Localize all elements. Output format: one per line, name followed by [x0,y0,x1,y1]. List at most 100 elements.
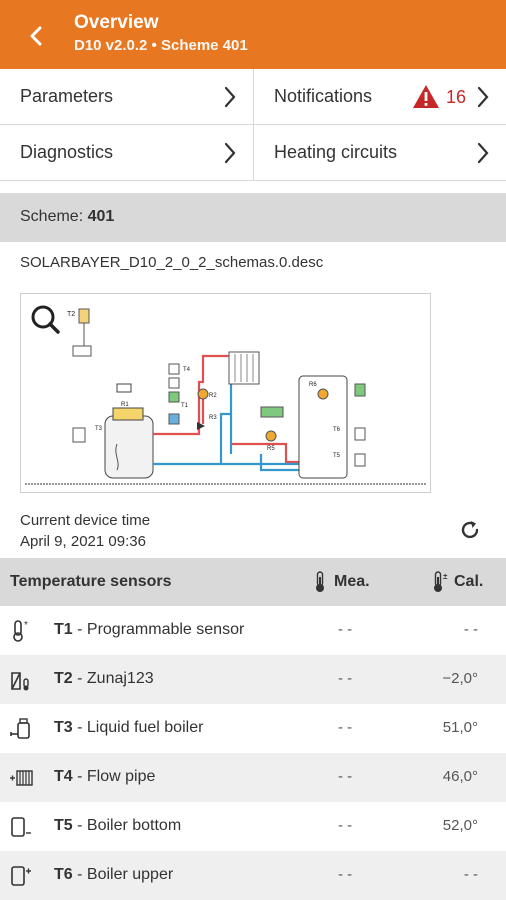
sensor-measured: - - [338,768,353,785]
label-r6: R6 [309,382,317,388]
measured-label: Mea. [334,573,370,590]
sensors-table-header: Temperature sensors Mea. ± Cal. [0,558,506,606]
notifications-item[interactable]: Notifications 16 [253,69,506,125]
sensor-name: T5 - Boiler bottom [54,817,181,835]
scheme-text: Scheme: 401 [20,208,114,226]
sensor-calibrated: 52,0° [442,817,478,834]
scheme-number: 401 [87,208,115,225]
refresh-icon[interactable] [458,518,482,542]
liquid-fuel-boiler: R1 T3 [72,383,154,479]
thermometer-star-icon: * [13,620,28,642]
notifications-count: 16 [446,87,467,107]
sensor-name: T2 - Zunaj123 [54,670,154,688]
radiator [228,351,260,385]
sensor-name: T6 - Boiler upper [54,866,173,884]
svg-text:*: * [24,620,28,631]
parameters-label: Parameters [20,86,114,106]
tank-bottom-icon [11,817,31,837]
sensor-measured: - - [338,817,353,834]
thermometer-icon [316,571,324,592]
sensor-desc: - Boiler bottom [72,817,182,834]
circulation-pump-r2: R2 R3 T4 [168,363,217,430]
chevron-right-icon [224,86,236,108]
boiler-icon [10,718,30,739]
diagnostics-item[interactable]: Diagnostics [0,125,253,181]
sensor-desc: - Zunaj123 [72,670,154,687]
label-t4: T4 [183,367,191,373]
label-t2: T2 [67,311,75,318]
svg-text:±: ± [443,572,448,581]
zoom-icon[interactable] [31,305,60,334]
warning-icon [413,85,439,108]
outdoor-sensor-icon [11,672,29,691]
app-bar: Overview D10 v2.0.2 • Scheme 401 [0,0,506,69]
sensor-name: T1 - Programmable sensor [54,621,244,639]
sensor-id: T3 [54,719,73,736]
heating-circuits-item[interactable]: Heating circuits [253,125,506,181]
sensor-desc: - Boiler upper [72,866,174,883]
calibrated-label: Cal. [454,573,484,590]
sensor-desc: - Flow pipe [72,768,156,785]
parameters-item[interactable]: Parameters [0,69,253,125]
sensor-measured: - - [338,719,353,736]
label-t3: T3 [95,426,103,432]
sensor-row-t2[interactable]: T2 - Zunaj123 - - −2,0° [0,655,506,704]
label-r3: R3 [209,415,217,421]
scheme-diagram-drawing: T2 R1 T3 [25,305,426,485]
sensor-measured: - - [338,621,353,638]
label-r2: R2 [209,393,217,399]
sensor-row-t4[interactable]: T4 - Flow pipe - - 46,0° [0,753,506,802]
device-time: Current device time April 9, 2021 09:36 [20,510,150,552]
sensor-id: T1 [54,621,73,638]
scheme-description: SOLARBAYER_D10_2_0_2_schemas.0.desc [20,254,324,271]
sensor-calibrated: 51,0° [442,719,478,736]
sensor-desc: - Programmable sensor [72,621,245,638]
sensor-calibrated: −2,0° [442,670,478,687]
sensor-calibrated: - - [463,866,478,883]
scheme-label: Scheme: [20,208,88,225]
sensor-id: T4 [54,768,73,785]
page-subtitle: D10 v2.0.2 • Scheme 401 [74,37,248,54]
label-t1: T1 [181,403,189,409]
sensor-measured: - - [338,670,353,687]
sensor-name: T4 - Flow pipe [54,768,155,786]
tank-upper-icon [11,866,31,886]
sensor-name: T3 - Liquid fuel boiler [54,719,203,737]
chevron-right-icon [477,142,489,164]
back-button[interactable] [22,22,50,50]
chevron-right-icon [224,142,236,164]
sensors-header-title: Temperature sensors [10,573,172,590]
sensor-measured: - - [338,866,353,883]
sensor-calibrated: - - [463,621,478,638]
sensor-row-t1[interactable]: * T1 - Programmable sensor - - - - [0,606,506,655]
heating-circuits-label: Heating circuits [274,142,398,162]
sensor-calibrated: 46,0° [442,768,478,785]
measured-column-header[interactable]: Mea. [314,571,370,593]
sensor-id: T2 [54,670,73,687]
label-t5: T5 [333,453,341,459]
back-arrow-icon [30,26,42,46]
sensor-row-t3[interactable]: T3 - Liquid fuel boiler - - 51,0° [0,704,506,753]
device-time-value: April 9, 2021 09:36 [20,533,146,550]
sensor-id: T5 [54,817,73,834]
overview-menu: Parameters Notifications 16 Diagnostics … [0,69,506,182]
sensor-row-t6[interactable]: T6 - Boiler upper - - - - [0,851,506,900]
device-time-label: Current device time [20,512,151,529]
cold-pipes [153,384,301,472]
sensor-row-t5[interactable]: T5 - Boiler bottom - - 52,0° [0,802,506,851]
storage-tank: R6 T6 T5 [298,375,366,479]
scheme-header: Scheme: 401 [0,193,506,242]
chevron-right-icon [477,86,489,108]
controller-module: R5 [260,406,284,452]
label-t6: T6 [333,427,341,433]
diagnostics-label: Diagnostics [20,142,114,162]
calibrated-column-header[interactable]: ± Cal. [432,571,483,593]
notifications-label: Notifications [274,86,373,106]
label-r5: R5 [267,446,275,452]
label-r1: R1 [121,402,129,408]
scheme-diagram[interactable]: T2 R1 T3 [20,293,431,493]
page-title: Overview [74,12,159,33]
sensor-id: T6 [54,866,73,883]
sensor-desc: - Liquid fuel boiler [72,719,204,736]
t2-outdoor-sensor: T2 [67,308,92,357]
